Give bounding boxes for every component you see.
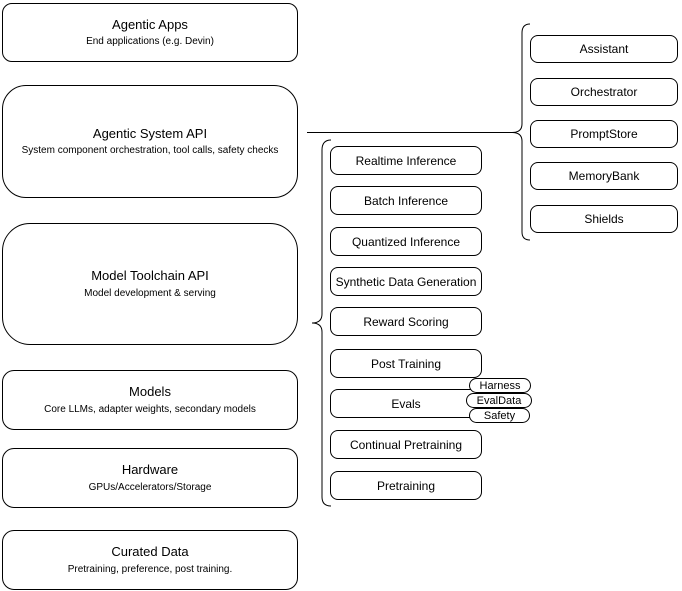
eval-tag-evaldata: EvalData [466, 393, 532, 408]
eval-tag-harness: Harness [469, 378, 531, 393]
box-models: Models Core LLMs, adapter weights, secon… [2, 370, 298, 430]
box-title: Curated Data [111, 544, 189, 560]
service-evals: Evals [330, 389, 482, 418]
box-title: Model Toolchain API [91, 268, 209, 284]
box-subtitle: Model development & serving [84, 287, 216, 299]
service-pretraining: Pretraining [330, 471, 482, 500]
service-continual-pretraining: Continual Pretraining [330, 430, 482, 459]
box-subtitle: Pretraining, preference, post training. [67, 563, 233, 575]
box-subtitle: Core LLMs, adapter weights, secondary mo… [44, 403, 256, 415]
service-batch-inference: Batch Inference [330, 186, 482, 215]
box-subtitle: System component orchestration, tool cal… [21, 145, 279, 157]
box-model-toolchain-api: Model Toolchain API Model development & … [2, 223, 298, 345]
service-post-training: Post Training [330, 349, 482, 378]
box-subtitle: GPUs/Accelerators/Storage [88, 481, 212, 493]
component-shields: Shields [530, 205, 678, 233]
toolchain-brace [311, 139, 332, 507]
box-title: Agentic Apps [112, 16, 188, 32]
service-realtime-inference: Realtime Inference [330, 146, 482, 175]
box-curated-data: Curated Data Pretraining, preference, po… [2, 530, 298, 590]
component-promptstore: PromptStore [530, 120, 678, 148]
box-agentic-apps: Agentic Apps End applications (e.g. Devi… [2, 3, 298, 62]
box-subtitle: End applications (e.g. Devin) [86, 36, 214, 48]
service-synthetic-data-generation: Synthetic Data Generation [330, 267, 482, 296]
box-hardware: Hardware GPUs/Accelerators/Storage [2, 448, 298, 508]
component-assistant: Assistant [530, 35, 678, 63]
box-title: Models [129, 384, 171, 400]
eval-tag-safety: Safety [469, 408, 530, 423]
box-agentic-system-api: Agentic System API System component orch… [2, 85, 298, 198]
box-title: Hardware [121, 462, 179, 478]
service-quantized-inference: Quantized Inference [330, 227, 482, 256]
components-brace [511, 23, 531, 241]
service-reward-scoring: Reward Scoring [330, 307, 482, 336]
component-orchestrator: Orchestrator [530, 78, 678, 106]
component-memorybank: MemoryBank [530, 162, 678, 190]
box-title: Agentic System API [92, 125, 208, 141]
